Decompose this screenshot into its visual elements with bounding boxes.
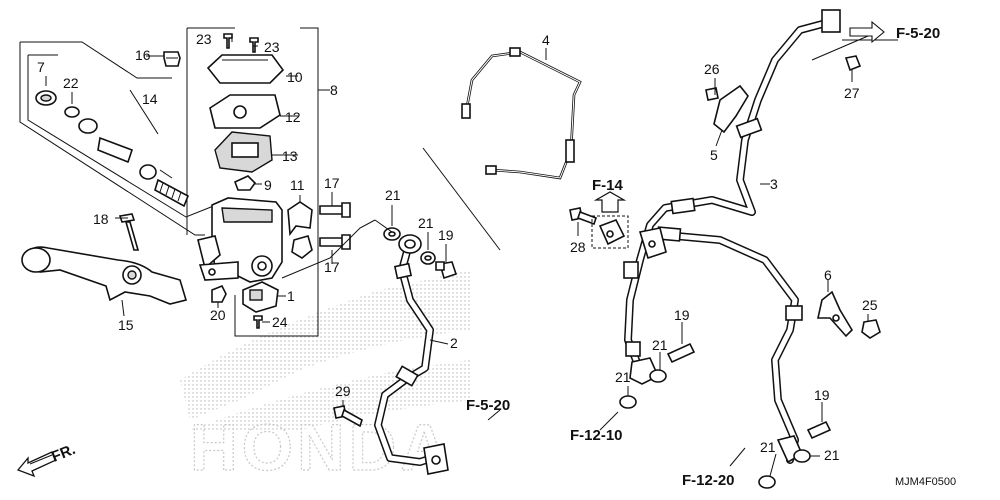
callout-5: 5 [710,147,718,163]
callout-1: 1 [287,288,295,304]
callout-15: 15 [118,317,134,333]
callout-24: 24 [272,314,288,330]
ref-f-12-10: F-12-10 [570,427,623,444]
callout-26: 26 [704,61,720,77]
callout-28: 27 [844,85,860,101]
watermark-text: HONDA [190,410,452,484]
callout-9: 9 [264,177,272,193]
ref-f-5-20-lower: F-5-20 [466,397,510,414]
callout-13: 13 [282,148,298,164]
callout-21b: 21 [418,215,434,231]
diagram-code: MJM4F0500 [895,476,956,488]
callout-21e: 21 [760,439,776,455]
callout-21f: 21 [824,447,840,463]
callout-22: 22 [63,75,79,91]
callout-19b: 19 [674,307,690,323]
callout-8: 8 [330,82,338,98]
sensor-cable-4 [461,47,582,180]
ref-f-14: F-14 [592,177,624,194]
brake-hose-3 [569,9,898,489]
callout-18: 18 [93,211,109,227]
callout-14: 14 [142,91,158,107]
callout-29: 29 [335,383,351,399]
callout-21d: 21 [615,369,631,385]
callout-19a: 19 [438,227,454,243]
callout-23a: 23 [196,31,212,47]
ref-f-5-20-upper: F-5-20 [896,25,940,42]
callout-6: 6 [824,267,832,283]
callout-21a: 21 [385,187,401,203]
callout-2: 2 [450,335,458,351]
callout-10: 10 [287,69,303,85]
callout-21c: 21 [652,337,668,353]
front-arrow: FR. [16,441,78,478]
callout-11: 11 [290,177,305,193]
brake-hose-2 [333,147,501,475]
callout-16: 16 [135,47,151,63]
honda-watermark: HONDA [180,270,470,485]
callout-7: 7 [37,59,45,75]
front-arrow-label: FR. [49,441,78,466]
callout-23b: 23 [264,39,280,55]
callout-25: 25 [862,297,878,313]
callout-20: 20 [210,307,226,323]
callout-3: 3 [770,176,778,192]
callout-19c: 19 [814,387,830,403]
ref-f-12-20: F-12-20 [682,472,735,489]
callout-17a: 17 [324,175,340,191]
callout-17b: 17 [324,259,340,275]
master-cylinder-group [19,27,376,337]
callout-4: 4 [542,32,550,48]
callout-27: 28 [570,239,586,255]
callout-12: 12 [285,109,301,125]
